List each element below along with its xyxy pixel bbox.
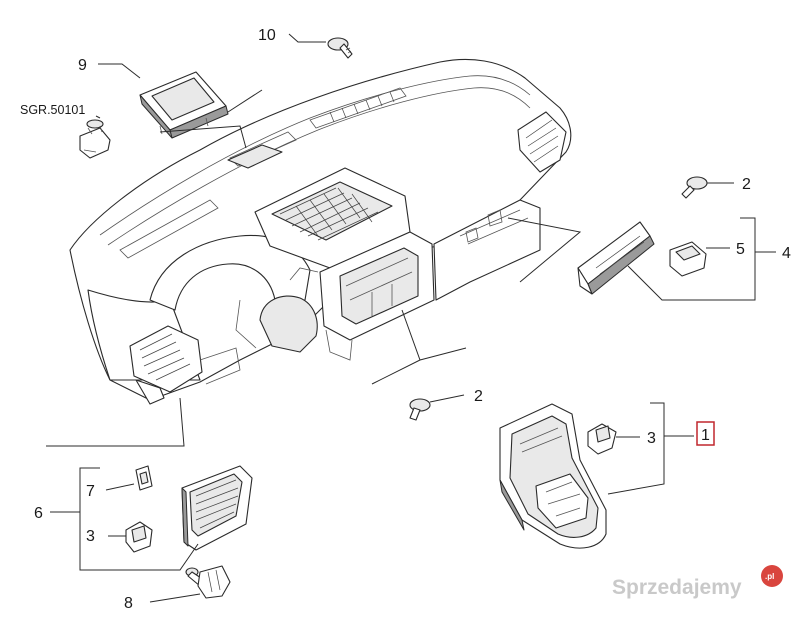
watermark: Sprzedajemy .pl bbox=[612, 565, 783, 599]
side-vent-grille bbox=[189, 473, 243, 537]
clip-3b-face bbox=[131, 525, 147, 543]
part-2-screw-top bbox=[681, 176, 708, 199]
callout-2-mid: 2 bbox=[474, 388, 483, 405]
part-5-switch bbox=[669, 241, 707, 277]
sensor-detail bbox=[83, 125, 103, 153]
screw-10-thread bbox=[345, 47, 352, 54]
grille-cover-tabs bbox=[159, 117, 209, 135]
callout-9: 9 bbox=[78, 57, 87, 74]
ref-sgr-50101: SGR.50101 bbox=[20, 103, 85, 117]
part-9-grille-cover bbox=[139, 71, 229, 139]
leader-9 bbox=[98, 63, 141, 79]
leader-9-dash-b bbox=[227, 89, 263, 113]
console-trim-slots bbox=[519, 427, 563, 453]
leader-4-dash bbox=[507, 217, 582, 283]
clip-3a-face bbox=[595, 425, 611, 443]
dash-speaker-opening bbox=[227, 144, 283, 169]
dash-left-vent bbox=[129, 325, 203, 393]
retainer-7-face bbox=[139, 471, 149, 485]
dash-right-lower-lines bbox=[459, 209, 529, 245]
part-4-trim-strip bbox=[577, 221, 655, 295]
switch-face bbox=[675, 245, 701, 261]
console-trim-edge bbox=[499, 479, 525, 531]
dashboard-back-edge bbox=[99, 75, 531, 236]
part-6-side-vent bbox=[181, 465, 253, 551]
grille-cover-inner bbox=[151, 77, 215, 121]
dash-right-vent-louvers bbox=[525, 119, 559, 163]
fastener-8-head bbox=[197, 565, 231, 599]
leader-sgr bbox=[95, 115, 101, 119]
dash-left-foot bbox=[135, 379, 165, 405]
dash-clips bbox=[465, 209, 503, 243]
screw-2b-shank bbox=[409, 407, 421, 421]
leader-10 bbox=[288, 33, 326, 43]
fastener-8-grip bbox=[207, 569, 221, 593]
defroster-right bbox=[309, 87, 407, 129]
callout-5: 5 bbox=[736, 241, 745, 258]
dash-left-vent-louvers bbox=[139, 333, 191, 381]
console-lower-bracket bbox=[325, 329, 353, 361]
part-8-fastener bbox=[185, 565, 231, 599]
leader-7 bbox=[105, 483, 135, 491]
part-7-retainer bbox=[135, 465, 153, 491]
part-3-clip-left bbox=[125, 521, 153, 553]
bracket-1 bbox=[607, 402, 665, 495]
leader-6-dash bbox=[46, 397, 185, 447]
screw-2a-shank bbox=[681, 185, 695, 199]
dash-left-bracket bbox=[199, 347, 241, 385]
leader-console-dash bbox=[371, 309, 467, 385]
console-trim-gear-opening bbox=[535, 473, 589, 529]
bracket-4 bbox=[627, 217, 756, 301]
callout-6: 6 bbox=[34, 505, 43, 522]
sensor-body bbox=[79, 127, 111, 159]
defroster-left bbox=[119, 199, 219, 259]
callout-3-right: 3 bbox=[647, 430, 656, 447]
watermark-text: Sprzedajemy bbox=[612, 576, 742, 599]
leader-9-dash bbox=[159, 125, 247, 149]
radio-opening bbox=[339, 247, 419, 325]
callout-8: 8 bbox=[124, 595, 133, 612]
grille-cover-edge bbox=[139, 94, 229, 139]
sensor-cap bbox=[86, 119, 104, 129]
side-vent-edge bbox=[181, 487, 189, 547]
watermark-badge-text: .pl bbox=[765, 572, 774, 581]
part-3-clip-right bbox=[587, 423, 617, 455]
steering-column-opening bbox=[259, 295, 318, 353]
dashboard-back-edge-2 bbox=[107, 87, 531, 246]
side-vent-louvers bbox=[195, 479, 239, 529]
screw-10-shank bbox=[339, 43, 353, 59]
part-10-screw bbox=[327, 37, 353, 59]
callout-1: 1 bbox=[701, 427, 710, 444]
center-vents-vanes bbox=[295, 187, 373, 237]
dash-right-vent bbox=[517, 111, 567, 173]
dashboard-assembly bbox=[69, 58, 572, 405]
dash-right-lower bbox=[433, 199, 541, 301]
defroster-slots bbox=[329, 91, 395, 123]
leader-8 bbox=[149, 593, 201, 603]
center-vents-grille bbox=[271, 181, 393, 241]
callout-4: 4 bbox=[782, 245, 791, 262]
callout-10: 10 bbox=[258, 27, 276, 44]
cluster-detail-lines bbox=[235, 267, 319, 349]
console-trim-gear-detail bbox=[545, 481, 581, 517]
trim-strip-end bbox=[577, 267, 593, 295]
part-sgr-50101 bbox=[79, 119, 111, 159]
callout-3-left: 3 bbox=[86, 528, 95, 545]
callout-7: 7 bbox=[86, 483, 95, 500]
radio-opening-detail bbox=[345, 257, 413, 316]
trim-strip-lines bbox=[595, 235, 645, 275]
watermark-badge bbox=[761, 565, 783, 587]
callout-2-top: 2 bbox=[742, 176, 751, 193]
part-2-screw-mid bbox=[409, 398, 431, 421]
leader-2-mid bbox=[429, 394, 465, 403]
highlight-box-1 bbox=[696, 421, 715, 446]
bracket-6 bbox=[79, 467, 199, 571]
part-1-console-trim bbox=[499, 403, 607, 549]
